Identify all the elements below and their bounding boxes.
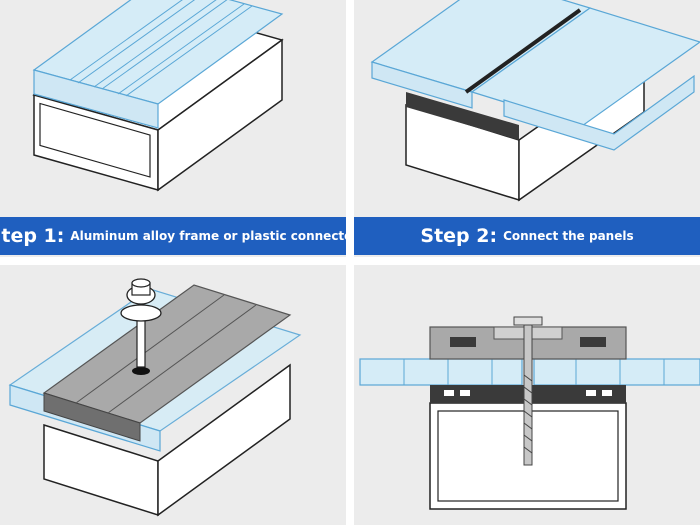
step-1-banner: Step 1: Aluminum alloy frame or plastic …: [0, 217, 346, 255]
step-2-text: Connect the panels: [503, 229, 634, 243]
step-2-label: Step 2:: [420, 225, 498, 247]
step-4-panel: [354, 265, 700, 525]
step-2-illustration: [370, 0, 700, 202]
step-4-illustration: [359, 316, 700, 510]
step-3-illustration: [8, 278, 302, 517]
step-3-panel: [0, 265, 346, 525]
step-2-panel: Step 2: Connect the panels: [354, 0, 700, 257]
step-1-text: Aluminum alloy frame or plastic connecto…: [70, 229, 346, 243]
step-1-label: Step 1:: [0, 225, 65, 247]
step-1-illustration: [32, 0, 284, 192]
step-2-banner: Step 2: Connect the panels: [354, 217, 700, 255]
step-1-panel: Step 1: Aluminum alloy frame or plastic …: [0, 0, 346, 257]
